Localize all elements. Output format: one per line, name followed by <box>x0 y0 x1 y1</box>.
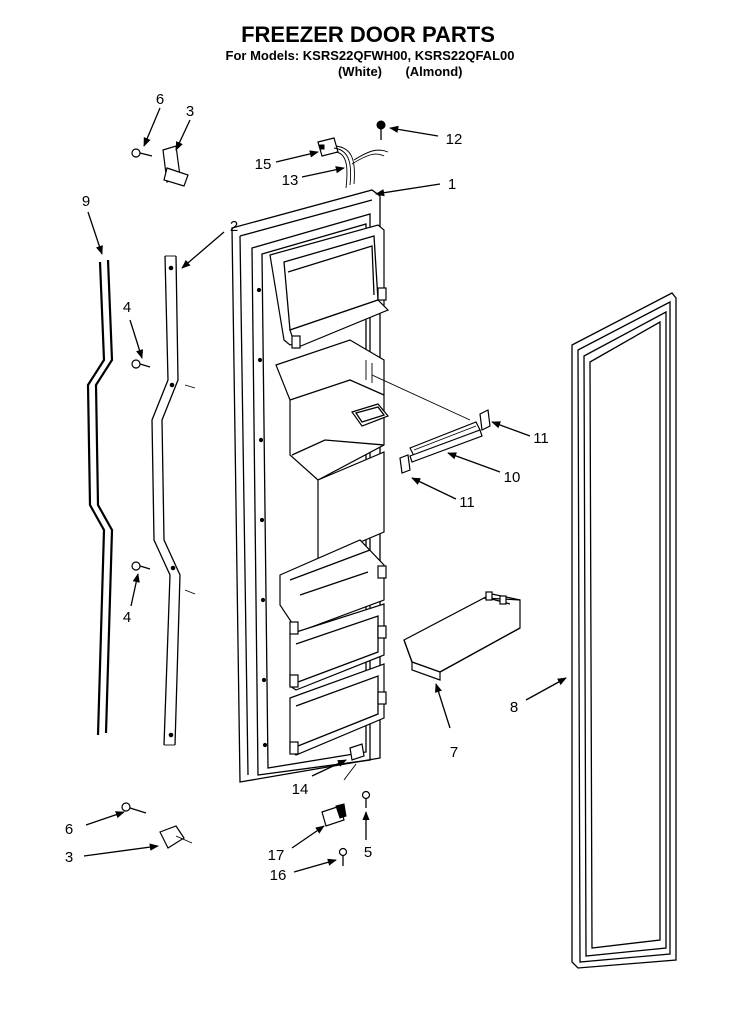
callout-9: 9 <box>82 193 90 210</box>
callout-16: 16 <box>270 867 287 884</box>
callout-11-upper: 11 <box>533 430 549 447</box>
part-6-top-screw <box>131 148 153 158</box>
callout-15: 15 <box>255 156 272 173</box>
callout-3-top: 3 <box>186 103 194 120</box>
part-7-door-bin <box>403 591 521 681</box>
color-white-label: (White) <box>338 64 382 79</box>
part-13-wire-harness <box>333 145 389 189</box>
leader-lines <box>83 107 567 873</box>
callout-3-bottom: 3 <box>65 849 73 866</box>
part-11-upper-clip <box>479 409 491 431</box>
callout-13: 13 <box>282 172 299 189</box>
part-12-screw <box>376 120 386 140</box>
part-17-hinge-block <box>321 803 347 827</box>
callout-12: 12 <box>446 131 463 148</box>
part-4-upper-screw <box>131 359 151 369</box>
part-3-bottom-hinge-bracket <box>159 825 193 849</box>
callout-2: 2 <box>230 218 238 235</box>
callout-11-lower: 11 <box>459 494 475 511</box>
models-line: For Models: KSRS22QFWH00, KSRS22QFAL00 <box>226 48 515 63</box>
part-2-door-strap <box>151 255 196 746</box>
callout-8: 8 <box>510 699 518 716</box>
diagram-title: FREEZER DOOR PARTS <box>241 22 495 47</box>
part-14-hinge-bushing <box>343 743 365 781</box>
callout-10: 10 <box>504 469 521 486</box>
callout-6-top: 6 <box>156 91 164 108</box>
callout-5: 5 <box>364 844 372 861</box>
part-11-lower-clip <box>399 454 411 474</box>
callout-6-bottom: 6 <box>65 821 73 838</box>
part-1-door-assembly <box>231 189 390 783</box>
part-3-top-hinge-bracket <box>162 145 189 187</box>
part-4-lower-screw <box>131 561 151 571</box>
color-almond-label: (Almond) <box>405 64 462 79</box>
part-9-gasket-strip <box>86 259 114 736</box>
part-8-door-gasket <box>571 292 677 969</box>
callout-1: 1 <box>448 176 456 193</box>
callout-17: 17 <box>268 847 285 864</box>
callout-7: 7 <box>450 744 458 761</box>
part-10-dispenser-bar <box>371 374 483 463</box>
part-6-bottom-screw <box>121 802 147 814</box>
callout-14: 14 <box>292 781 309 798</box>
part-15-harness-connector <box>317 137 339 157</box>
part-16-screw <box>338 847 348 866</box>
callout-labels: 6 3 9 2 4 4 6 3 12 15 13 1 11 10 11 7 8 … <box>65 91 549 884</box>
callout-4-upper: 4 <box>123 299 131 316</box>
callout-4-lower: 4 <box>123 609 131 626</box>
part-5-screw <box>361 790 371 808</box>
